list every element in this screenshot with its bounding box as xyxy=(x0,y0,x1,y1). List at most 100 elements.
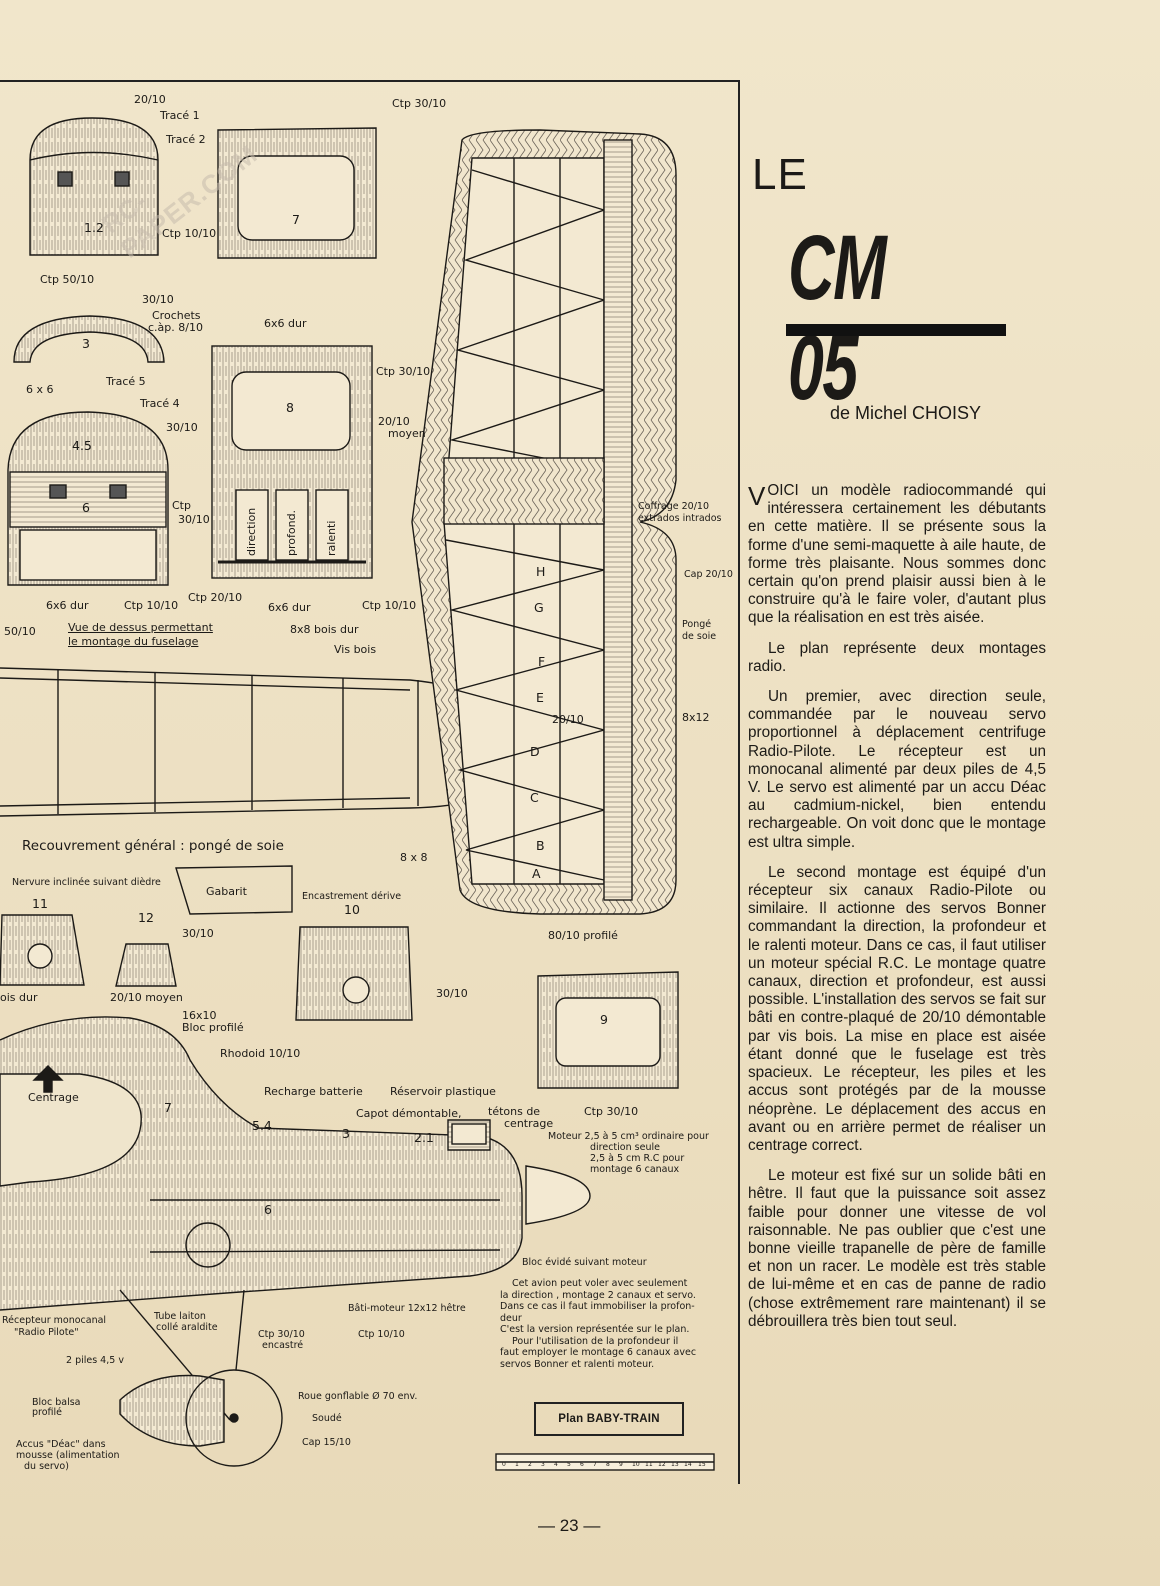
plan-label: 2.1 xyxy=(414,1130,434,1145)
plan-label: Rhodoid 10/10 xyxy=(220,1047,301,1060)
article-paragraph: Un premier, avec direction seule, comman… xyxy=(748,688,1046,851)
plan-label: Tracé 2 xyxy=(166,133,206,146)
plan-label: 16x10 xyxy=(182,1009,217,1022)
ruler-tick: 0 xyxy=(502,1461,506,1468)
plan-label: profilé xyxy=(32,1407,63,1418)
article-paragraph: Le plan représente deux montages radio. xyxy=(748,639,1046,675)
plan-label: 2,5 à 5 cm R.C pour xyxy=(590,1153,685,1164)
plan-label: 1.2 xyxy=(84,220,104,235)
plan-label: 6x6 dur xyxy=(264,317,307,330)
plan-label: c.àp. 8/10 xyxy=(148,321,203,334)
plan-label: Ctp 30/10 xyxy=(584,1105,639,1118)
ruler-tick: 4 xyxy=(554,1461,558,1468)
plan-label: Moteur 2,5 à 5 cm³ ordinaire pour xyxy=(548,1131,709,1142)
plan-label: Tracé 4 xyxy=(140,397,180,410)
plan-label: 20/10 xyxy=(552,713,584,726)
plan-label: Recharge batterie xyxy=(264,1085,363,1098)
plan-label: 30/10 xyxy=(142,293,174,306)
plan-label: extrados intrados xyxy=(638,513,722,524)
plan-label: 10 xyxy=(344,902,360,917)
plan-label: profond. xyxy=(285,509,298,556)
plan-label: Réservoir plastique xyxy=(390,1085,496,1098)
ruler-tick: 2 xyxy=(528,1461,532,1468)
plan-note-line: C'est la version représentée sur le plan… xyxy=(500,1324,690,1335)
plan-label: Cap 20/10 xyxy=(684,569,733,580)
plan-label: 50/10 xyxy=(4,625,36,638)
plan-label: 7 xyxy=(164,1100,172,1115)
ruler-tick: 1 xyxy=(515,1461,519,1468)
plan-label: H xyxy=(536,564,546,579)
plan-note-line: Pour l'utilisation de la profondeur il xyxy=(512,1335,679,1347)
plan-label: du servo) xyxy=(24,1461,69,1472)
article-byline: de Michel CHOISY xyxy=(830,403,982,423)
plan-label: 6 xyxy=(82,500,90,515)
ruler-tick: 14 xyxy=(684,1461,692,1468)
plan-label: Coffrage 20/10 xyxy=(638,501,709,512)
plan-label: Cap 15/10 xyxy=(302,1437,351,1448)
plan-label: direction seule xyxy=(590,1142,660,1153)
ruler-tick: 9 xyxy=(619,1461,623,1468)
article-paragraph: Le second montage est équipé d'un récept… xyxy=(748,863,1046,1154)
plan-label: Tracé 1 xyxy=(160,109,200,122)
ruler-tick: 11 xyxy=(645,1461,653,1468)
plan-label: centrage xyxy=(504,1117,554,1130)
plan-note-line: Cet avion peut voler avec seulement xyxy=(512,1278,688,1289)
ruler-tick: 15 xyxy=(698,1461,706,1468)
article-kicker: LE xyxy=(752,150,808,199)
plan-label: C xyxy=(530,790,539,805)
plan-label: 6x6 dur xyxy=(46,599,89,612)
plan-label: 3 xyxy=(82,336,90,351)
plan-label: montage 6 canaux xyxy=(590,1164,680,1175)
plan-label: 3 xyxy=(342,1126,350,1141)
plan-label: Tracé 5 xyxy=(106,375,146,388)
plan-frame xyxy=(0,80,740,1484)
ruler-tick: 12 xyxy=(658,1461,666,1468)
plan-note-line: la direction , montage 2 canaux et servo… xyxy=(500,1289,696,1301)
title-rule xyxy=(786,324,1006,336)
plan-note: Cet avion peut voler avec seulement la d… xyxy=(500,1278,732,1370)
plan-label: 80/10 profilé xyxy=(548,929,618,942)
plan-label: 4.5 xyxy=(72,438,92,453)
plan-label: 9 xyxy=(600,1012,608,1027)
ruler-tick: 10 xyxy=(632,1461,640,1468)
plan-label: F xyxy=(538,654,546,669)
plan-label: Bâti-moteur 12x12 hêtre xyxy=(348,1303,466,1314)
plan-note-line: Dans ce cas il faut immobiliser la profo… xyxy=(500,1301,695,1312)
plan-note-line: faut employer le montage 6 canaux avec xyxy=(500,1347,697,1358)
plan-label: Bloc évidé suivant moteur xyxy=(522,1257,647,1268)
article-title: CM 05 xyxy=(788,217,887,419)
ruler-tick: 7 xyxy=(593,1461,597,1468)
plan-label: Vis bois xyxy=(334,643,377,656)
article-paragraph: Le moteur est fixé sur un solide bâti en… xyxy=(748,1167,1046,1330)
blueprint-drawing xyxy=(0,117,715,1471)
plan-label: Récepteur monocanal xyxy=(2,1315,107,1326)
plan-title-box: Plan BABY-TRAIN xyxy=(534,1402,684,1436)
plan-label: 2 piles 4,5 v xyxy=(66,1355,124,1366)
plan-label: A xyxy=(532,866,541,881)
plan-label: 30/10 xyxy=(182,927,214,940)
plan-label: Centrage xyxy=(28,1091,79,1104)
plan-label: tétons de xyxy=(488,1105,541,1118)
plan-label: Ctp xyxy=(172,499,191,512)
plan-label: Ctp 10/10 xyxy=(162,227,217,240)
plan-label: moyen xyxy=(388,427,426,440)
plan-label: 11 xyxy=(32,896,48,911)
plan-label: le montage du fuselage xyxy=(68,635,199,648)
plan-label: de soie xyxy=(682,631,717,642)
plan-label: Tube laiton xyxy=(154,1311,206,1322)
plan-label: Ctp 30/10 xyxy=(376,365,431,378)
drop-cap: V xyxy=(748,481,766,511)
plan-label: Ctp 50/10 xyxy=(40,273,95,286)
plan-label: Ctp 10/10 xyxy=(362,599,417,612)
plan-label: ois dur xyxy=(0,991,38,1004)
plan-label: "Radio Pilote" xyxy=(14,1327,79,1338)
plan-label: 20/10 xyxy=(378,415,410,428)
plan-label: Ctp 30/10 xyxy=(258,1329,305,1340)
plan-label: Accus "Déac" dans xyxy=(16,1439,106,1450)
plan-label: 20/10 moyen xyxy=(110,991,183,1004)
plan-label: D xyxy=(530,744,540,759)
ruler-tick: 13 xyxy=(671,1461,679,1468)
plan-label: 6 x 6 xyxy=(26,383,54,396)
